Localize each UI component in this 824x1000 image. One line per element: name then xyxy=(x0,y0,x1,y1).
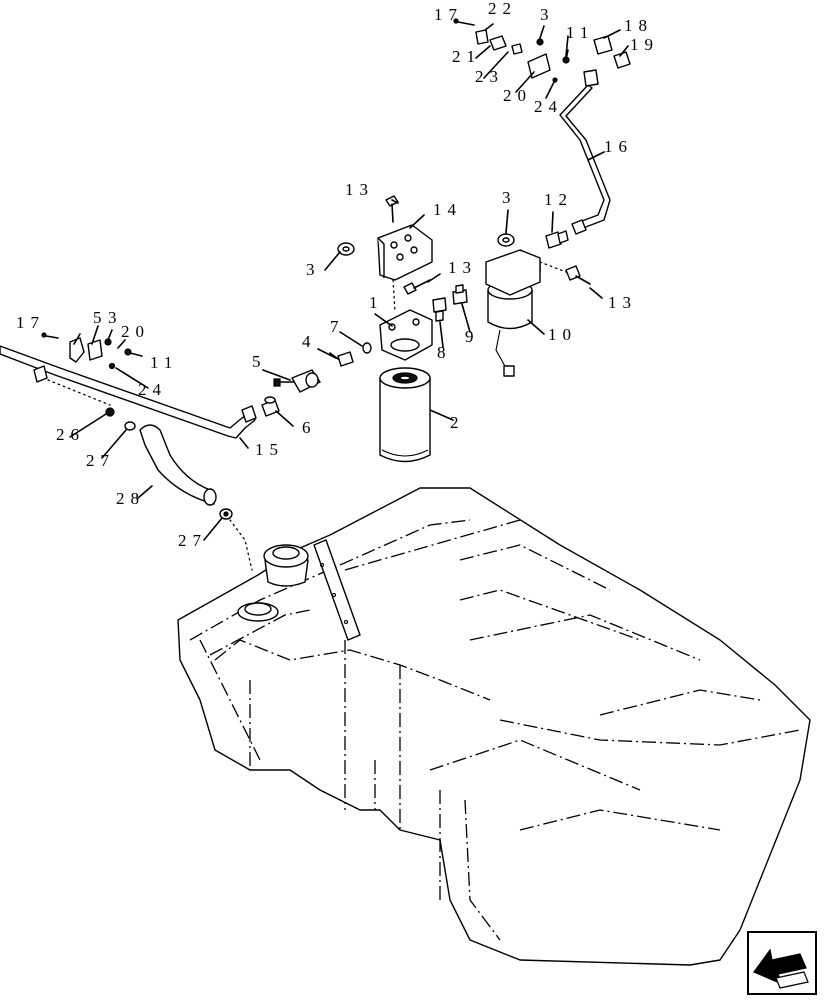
mounting-bracket xyxy=(377,224,433,313)
callout-c17b: 17 xyxy=(16,313,45,332)
callout-c20a: 20 xyxy=(503,86,532,105)
fitting-4 xyxy=(329,351,354,367)
fitting-12 xyxy=(545,230,569,249)
shutoff-valve xyxy=(273,369,321,393)
callout-c26: 26 xyxy=(56,425,85,444)
callout-c13b: 13 xyxy=(448,258,477,277)
hose-clamp-27-lower xyxy=(219,508,253,571)
page-turn-arrow-icon[interactable] xyxy=(747,931,817,995)
callout-c18: 18 xyxy=(624,16,653,35)
callout-c9: 9 xyxy=(465,327,480,346)
callout-c13c: 13 xyxy=(608,293,637,312)
callout-c17a: 17 xyxy=(434,5,463,24)
callout-c3b: 3 xyxy=(502,188,517,207)
callout-c2: 2 xyxy=(450,413,465,432)
callout-c3c: 3 xyxy=(306,260,321,279)
callout-c3a: 3 xyxy=(540,5,555,24)
washer-3 xyxy=(337,242,355,256)
fuel-line-16 xyxy=(559,69,611,235)
callout-c19: 19 xyxy=(630,35,659,54)
nut-26 xyxy=(105,407,115,417)
callout-c5b: 5 xyxy=(93,308,108,327)
bolt-13-middle xyxy=(403,279,431,295)
callout-c13a: 13 xyxy=(345,180,374,199)
bolt-13-right xyxy=(539,261,591,285)
callout-c23: 23 xyxy=(475,67,504,86)
callout-c24a: 24 xyxy=(534,97,563,116)
hose-clamp-27-upper xyxy=(124,421,136,431)
callout-c20b: 20 xyxy=(121,322,150,341)
fitting-8 xyxy=(432,297,447,322)
callout-c16: 16 xyxy=(604,137,633,156)
callout-c22: 22 xyxy=(488,0,517,18)
callout-c11b: 11 xyxy=(150,353,178,372)
callout-c12: 12 xyxy=(544,190,573,209)
callout-c3d: 3 xyxy=(108,308,123,327)
fuel-filter-element xyxy=(379,367,431,463)
callout-c27a: 27 xyxy=(86,451,115,470)
fitting-6 xyxy=(261,396,280,417)
leader-lines xyxy=(69,23,629,541)
callout-c11a: 11 xyxy=(566,23,594,42)
water-separator xyxy=(485,249,541,377)
callout-c7: 7 xyxy=(330,317,345,336)
callout-c6: 6 xyxy=(302,418,317,437)
callout-c15: 15 xyxy=(255,440,284,459)
washer-3-right xyxy=(497,233,515,247)
callout-c14: 14 xyxy=(433,200,462,219)
callout-c28: 28 xyxy=(116,489,145,508)
callout-c4: 4 xyxy=(302,332,317,351)
callout-c27b: 27 xyxy=(178,531,207,550)
callout-c1: 1 xyxy=(369,293,384,312)
callout-c24b: 24 xyxy=(138,380,167,399)
bolt-13-upper xyxy=(385,195,399,223)
o-ring-7 xyxy=(362,342,372,354)
fuel-tank xyxy=(177,487,811,966)
callout-c21: 21 xyxy=(452,47,481,66)
callout-c10: 10 xyxy=(548,325,577,344)
callout-c8: 8 xyxy=(437,343,452,362)
return-hose-28 xyxy=(139,424,217,506)
callout-c5a: 5 xyxy=(252,352,267,371)
filter-head xyxy=(379,309,433,361)
fuel-line-15 xyxy=(0,345,257,439)
fitting-9 xyxy=(452,284,468,305)
